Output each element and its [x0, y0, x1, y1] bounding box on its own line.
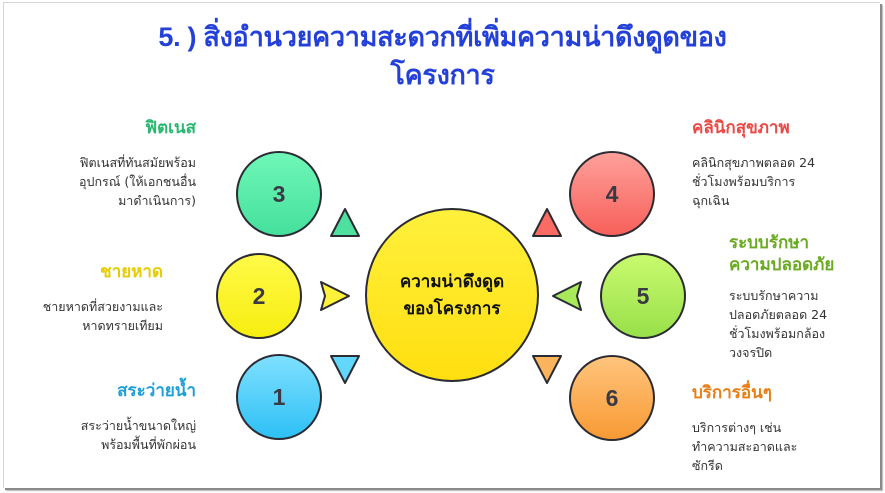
label-body: ชายหาดที่สวยงามและ หาดทรายเทียม — [42, 299, 163, 333]
center-hub-line-2: ของโครงการ — [403, 299, 501, 318]
label-security: ระบบรักษา ความปลอดภัย ระบบรักษาความ ปลอด… — [729, 232, 879, 362]
label-heading: บริการอื่นๆ — [692, 383, 772, 403]
label-other-services: บริการอื่นๆ บริการต่างๆ เช่น ทำความสะอาด… — [692, 382, 862, 475]
circle-number: 6 — [605, 384, 619, 411]
circle-1-pool: 1 — [236, 354, 322, 440]
label-body: บริการต่างๆ เช่น ทำความสะอาดและ ซักรีด — [692, 420, 798, 473]
label-body: ระบบรักษาความ ปลอดภัยตลอด 24 ชั่วโมงพร้อ… — [729, 288, 828, 360]
circle-number: 4 — [605, 180, 619, 207]
label-body: ฟิตเนสที่ทันสมัยพร้อม อุปกรณ์ (ให้เอกชนอ… — [79, 155, 196, 208]
title-line-1: 5. ) สิ่งอำนวยความสะดวกที่เพิ่มความน่าดึ… — [158, 22, 727, 52]
circle-number: 1 — [272, 383, 286, 410]
label-heading: ชายหาด — [100, 262, 163, 282]
arrow-down-icon — [330, 355, 360, 384]
label-pool: สระว่ายน้ำ สระว่ายน้ำขนาดใหญ่ พร้อมพื้นท… — [6, 380, 196, 454]
arrow-left-icon — [552, 281, 582, 311]
label-body: สระว่ายน้ำขนาดใหญ่ พร้อมพื้นที่พักผ่อน — [80, 418, 196, 452]
arrow-down-icon — [532, 355, 562, 384]
label-clinic: คลินิกสุขภาพ คลินิกสุขภาพตลอด 24 ชั่วโมง… — [692, 117, 862, 210]
arrow-right-icon — [320, 281, 350, 311]
circle-3-fitness: 3 — [236, 151, 322, 237]
arrow-up-icon — [532, 208, 562, 237]
center-hub-line-1: ความน่าดึงดูด — [399, 272, 505, 291]
circle-number: 3 — [272, 180, 286, 207]
label-heading: ฟิตเนส — [145, 118, 196, 138]
circle-5-security: 5 — [600, 253, 686, 339]
label-heading: ระบบรักษา ความปลอดภัย — [729, 233, 835, 275]
title-line-2: โครงการ — [390, 60, 495, 90]
label-heading: สระว่ายน้ำ — [117, 381, 196, 401]
circle-number: 5 — [636, 282, 650, 309]
circle-4-clinic: 4 — [569, 151, 655, 237]
center-hub-circle: ความน่าดึงดูด ของโครงการ — [365, 208, 539, 382]
arrow-up-icon — [330, 208, 360, 237]
page-title: 5. ) สิ่งอำนวยความสะดวกที่เพิ่มความน่าดึ… — [0, 18, 885, 94]
circle-number: 2 — [252, 282, 266, 309]
label-beach: ชายหาด ชายหาดที่สวยงามและ หาดทรายเทียม — [0, 261, 163, 335]
label-body: คลินิกสุขภาพตลอด 24 ชั่วโมงพร้อมบริการ ฉ… — [692, 155, 816, 208]
circle-6-other-services: 6 — [569, 355, 655, 441]
label-heading: คลินิกสุขภาพ — [692, 118, 790, 138]
circle-2-beach: 2 — [216, 253, 302, 339]
label-fitness: ฟิตเนส ฟิตเนสที่ทันสมัยพร้อม อุปกรณ์ (ให… — [6, 117, 196, 210]
